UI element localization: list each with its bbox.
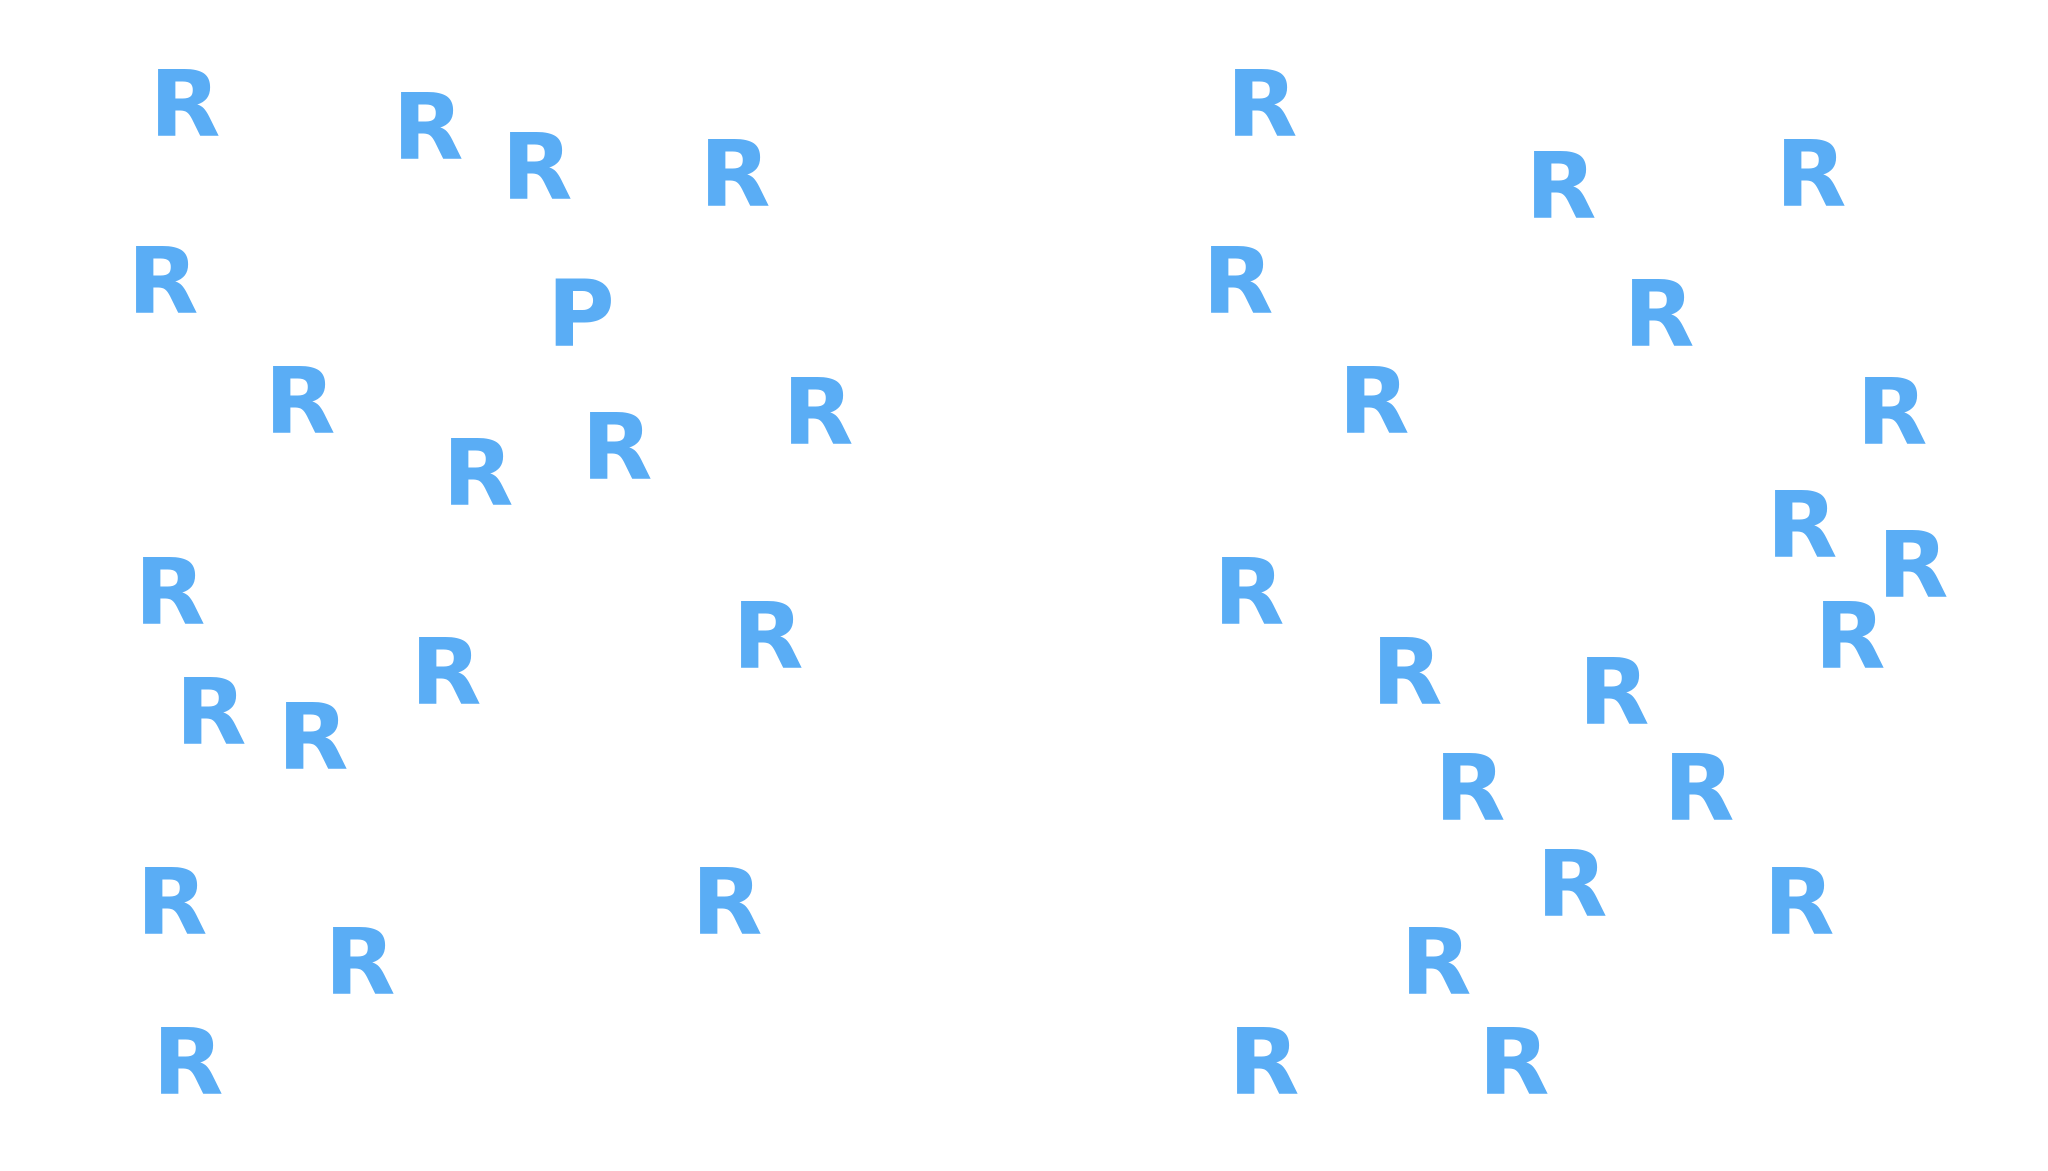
- letter-r-left[interactable]: R: [410, 619, 482, 726]
- letter-r-right[interactable]: R: [1371, 619, 1443, 726]
- letter-r-left[interactable]: R: [501, 114, 573, 221]
- letter-r-right[interactable]: R: [1228, 1009, 1300, 1116]
- letter-r-left[interactable]: R: [175, 659, 247, 766]
- letter-r-left[interactable]: R: [134, 539, 206, 646]
- letter-r-right[interactable]: R: [1400, 909, 1472, 1016]
- letter-r-right[interactable]: R: [1775, 121, 1847, 228]
- letter-r-left[interactable]: R: [782, 359, 854, 466]
- letter-r-left[interactable]: R: [691, 849, 763, 956]
- letter-r-right[interactable]: R: [1434, 735, 1506, 842]
- letter-r-left[interactable]: R: [264, 348, 336, 455]
- letter-r-left[interactable]: R: [392, 74, 464, 181]
- letter-r-left[interactable]: R: [732, 583, 804, 690]
- letter-r-left[interactable]: R: [149, 51, 221, 158]
- letter-r-right[interactable]: R: [1663, 735, 1735, 842]
- letter-r-right[interactable]: R: [1763, 849, 1835, 956]
- letter-r-right[interactable]: R: [1525, 133, 1597, 240]
- letter-r-left[interactable]: R: [152, 1009, 224, 1116]
- letter-r-right[interactable]: R: [1578, 639, 1650, 746]
- letter-r-right[interactable]: R: [1226, 51, 1298, 158]
- letter-r-left[interactable]: R: [581, 394, 653, 501]
- letter-r-right[interactable]: R: [1766, 472, 1838, 579]
- letter-r-left[interactable]: R: [324, 909, 396, 1016]
- letter-r-right[interactable]: R: [1877, 512, 1949, 619]
- letter-r-left[interactable]: R: [442, 420, 514, 527]
- letter-r-left[interactable]: R: [699, 121, 771, 228]
- letter-r-left[interactable]: R: [136, 849, 208, 956]
- letter-r-right[interactable]: R: [1814, 583, 1886, 690]
- letter-r-right[interactable]: R: [1338, 348, 1410, 455]
- letter-r-right[interactable]: R: [1856, 359, 1928, 466]
- letter-r-left[interactable]: R: [127, 228, 199, 335]
- letter-r-right[interactable]: R: [1202, 228, 1274, 335]
- letter-p-left[interactable]: P: [547, 261, 615, 368]
- letter-r-right[interactable]: R: [1623, 261, 1695, 368]
- letter-r-right[interactable]: R: [1478, 1009, 1550, 1116]
- letter-r-left[interactable]: R: [277, 684, 349, 791]
- letter-r-right[interactable]: R: [1536, 831, 1608, 938]
- letter-r-right[interactable]: R: [1213, 539, 1285, 646]
